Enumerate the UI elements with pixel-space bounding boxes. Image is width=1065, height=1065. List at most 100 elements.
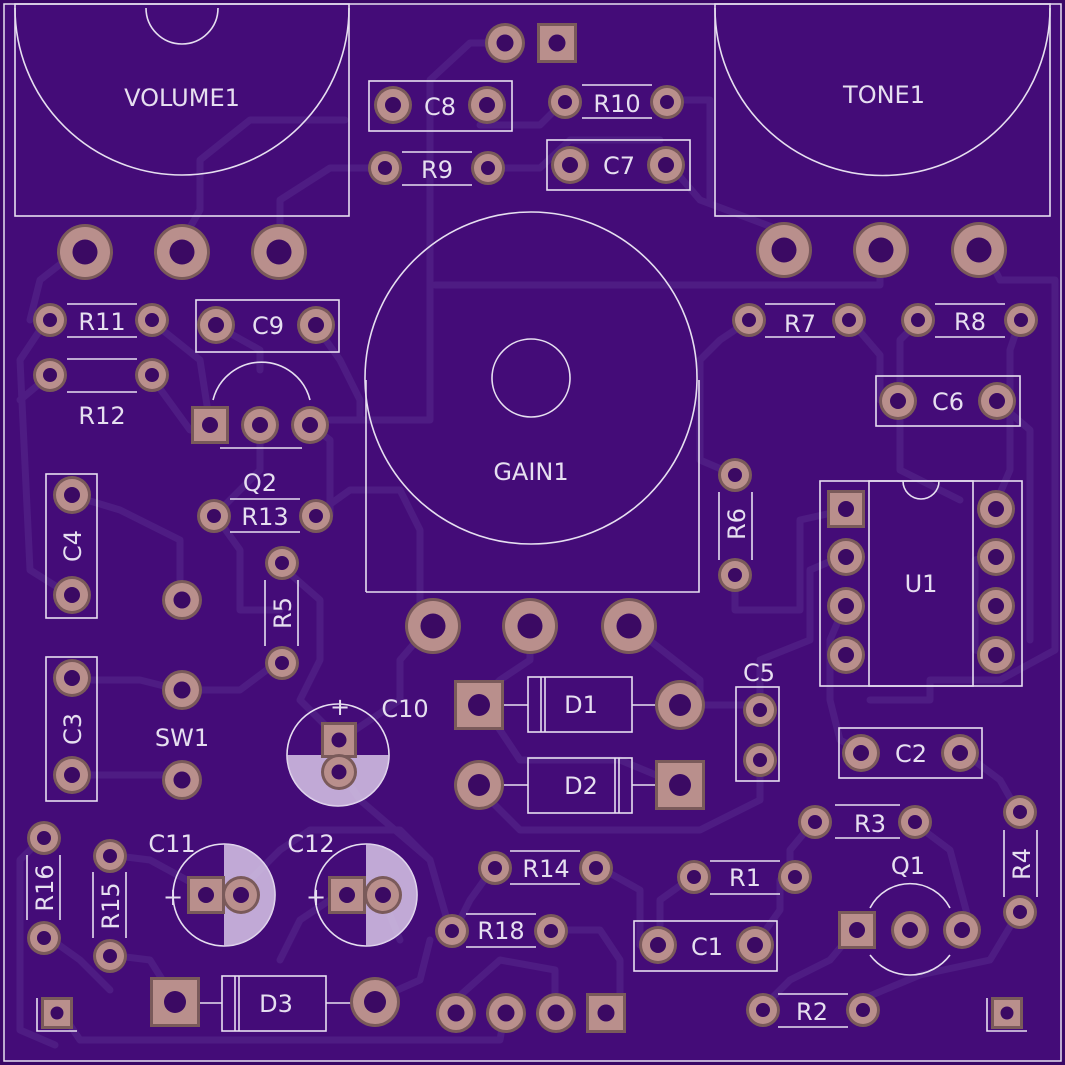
pad-c10-1 (321, 722, 357, 758)
r10-label: R10 (593, 90, 640, 118)
pad-r7-1 (732, 303, 766, 337)
pad-q1-2 (891, 911, 929, 949)
pad-r11-1 (33, 303, 67, 337)
tone1-label: TONE1 (842, 81, 925, 109)
pad-d2-2 (655, 760, 705, 810)
pad-c1-2 (736, 926, 774, 964)
pad-power-2 (537, 23, 577, 63)
pad-header-3 (536, 993, 576, 1033)
pad-c7-2 (647, 146, 685, 184)
pad-c10-2 (321, 754, 357, 790)
c8-label: C8 (424, 93, 456, 121)
ic-u1: U1 (819, 480, 1023, 687)
capacitor-c2: C2 (838, 727, 983, 779)
c4-label: C4 (59, 530, 87, 562)
pad-sw1-3 (162, 760, 202, 800)
c11-plus-sign: + (163, 883, 183, 911)
pad-c5-2 (743, 743, 777, 777)
r7-label: R7 (784, 310, 816, 338)
volume1-knob-arc (14, 7, 350, 176)
pad-r18-2 (534, 914, 568, 948)
resistor-r8: R8 (935, 303, 1005, 338)
pad-d2-1 (454, 760, 504, 810)
pad-tone1-1 (756, 222, 812, 278)
pad-r4-2 (1003, 895, 1037, 929)
resistor-r10: R10 (582, 84, 652, 119)
pad-c4-1 (53, 476, 91, 514)
gain1-potentiometer: GAIN1 (364, 211, 700, 593)
pad-r3-2 (898, 805, 932, 839)
pad-q2-2 (241, 406, 279, 444)
pad-c11-2 (222, 876, 260, 914)
pad-gain1-1 (405, 598, 461, 654)
pad-r6-1 (718, 458, 752, 492)
r13-label: R13 (241, 503, 288, 531)
pad-gain1-3 (601, 598, 657, 654)
pad-volume1-2 (154, 224, 210, 280)
pad-r13-1 (197, 499, 231, 533)
c11-label: C11 (148, 830, 195, 858)
pad-c3-2 (53, 756, 91, 794)
c1-label: C1 (691, 933, 723, 961)
pad-r2-1 (746, 993, 780, 1027)
resistor-r12: R12 (67, 358, 137, 430)
diode-d3: D3 (198, 975, 352, 1032)
transistor-q2 (212, 361, 311, 449)
r4-label: R4 (1008, 848, 1036, 880)
volume1-label: VOLUME1 (124, 84, 240, 112)
pad-d1-2 (655, 680, 705, 730)
pad-r10-1 (548, 85, 582, 119)
pad-r5-2 (265, 646, 299, 680)
pad-u1-3 (827, 587, 865, 625)
capacitor-c1: C1 (633, 920, 778, 972)
r8-label: R8 (954, 308, 986, 336)
pad-d3-2 (350, 977, 400, 1027)
c10-plus-sign: + (330, 693, 350, 721)
pad-c12-1 (328, 876, 366, 914)
pad-q1-3 (943, 911, 981, 949)
pad-c2-1 (842, 734, 880, 772)
c12-label: C12 (287, 830, 334, 858)
u1-label: U1 (905, 570, 938, 598)
pad-c4-2 (53, 576, 91, 614)
pad-c6-2 (978, 382, 1016, 420)
c6-label: C6 (932, 388, 964, 416)
volume1-shaft-arc (145, 7, 219, 45)
pad-q2-1 (191, 406, 229, 444)
pad-volume1-1 (57, 224, 113, 280)
pad-u1-8 (977, 490, 1015, 528)
pad-c11-1 (187, 876, 225, 914)
pad-gain1-2 (502, 598, 558, 654)
capacitor-c9: C9 (195, 299, 340, 353)
pad-header-2 (486, 993, 526, 1033)
pad-header-1 (436, 993, 476, 1033)
pad-c9-2 (297, 306, 335, 344)
pad-header-4 (586, 993, 626, 1033)
mount-right-outline (986, 998, 1027, 1032)
pad-r13-2 (299, 499, 333, 533)
board-outline (3, 3, 1062, 1062)
d3-label: D3 (259, 990, 293, 1018)
pad-r4-1 (1003, 795, 1037, 829)
pad-c3-1 (53, 659, 91, 697)
c9-label: C9 (252, 312, 284, 340)
pad-d3-1 (150, 977, 200, 1027)
pad-c6-1 (879, 382, 917, 420)
c5-label: C5 (743, 659, 775, 687)
pad-sw1-1 (162, 580, 202, 620)
resistor-r18: R18 (466, 913, 536, 948)
pad-r11-2 (135, 303, 169, 337)
capacitor-c6: C6 (875, 375, 1021, 427)
q2-label: Q2 (243, 469, 277, 497)
r16-label: R16 (31, 864, 59, 911)
tone1-knob-arc (714, 7, 1051, 177)
pad-q2-3 (291, 406, 329, 444)
pad-tone1-2 (853, 222, 909, 278)
resistor-r4: R4 (1003, 830, 1038, 897)
pad-r1-2 (778, 860, 812, 894)
pad-r9-2 (471, 151, 505, 185)
capacitor-c5: C5 (735, 659, 780, 782)
pad-c5-1 (743, 693, 777, 727)
pad-mount-left (41, 997, 73, 1029)
